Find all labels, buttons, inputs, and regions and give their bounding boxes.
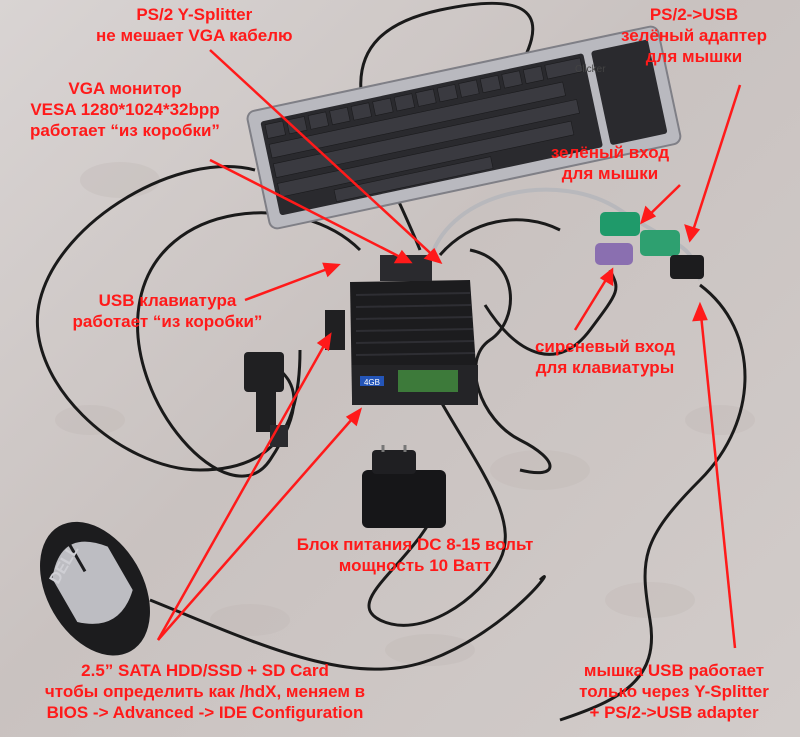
mouse (40, 521, 150, 656)
keyboard-brand: Clicker (575, 64, 606, 75)
power-supply (362, 445, 446, 528)
grey-usb-cable (428, 187, 702, 281)
mini-pc: 4GB (325, 255, 478, 405)
annotation-arrows (156, 49, 742, 649)
vga-connector (244, 352, 288, 447)
bedsheet-pattern (55, 162, 755, 666)
ps2-y-splitter (595, 212, 704, 279)
box-label: 4GB (364, 378, 380, 387)
